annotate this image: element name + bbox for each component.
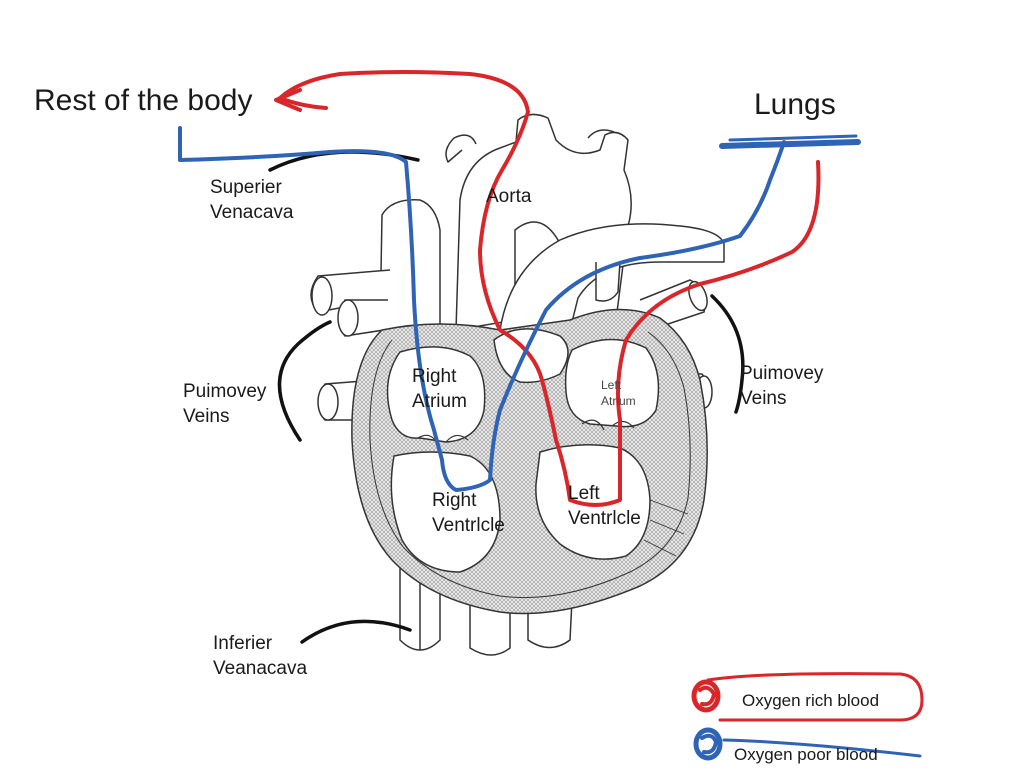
label-line: Left <box>568 483 600 504</box>
oxygen-rich-path <box>274 70 821 507</box>
label-line: Ventrlcle <box>568 507 641 529</box>
right-ventricle-chamber <box>390 451 501 573</box>
legend-graphics <box>691 672 924 761</box>
legend-oxygen-poor-label: Oxygen poor blood <box>734 745 878 764</box>
label-line: Atrium <box>601 393 636 408</box>
legend-oxygen-rich-label: Oxygen rich blood <box>742 691 880 710</box>
leader-pulmonary-veins-left <box>277 320 332 442</box>
label-line: Puimovey <box>183 381 267 402</box>
label-rest-of-body: Rest of the body <box>34 84 253 117</box>
label-right-atrium: Right Atrium <box>412 365 467 414</box>
label-pulmonary-veins-right: Puimovey Veins <box>740 362 823 411</box>
label-inferior-vena-cava: Inferier Veanacava <box>213 632 307 681</box>
right-atrium-chamber <box>386 346 486 443</box>
label-lungs: Lungs <box>754 88 836 121</box>
label-line: Right <box>432 490 477 511</box>
label-line: Left <box>601 378 622 392</box>
label-aorta: Aorta <box>486 186 532 207</box>
label-line: Veanacava <box>213 657 308 679</box>
label-line: Superier <box>210 177 282 198</box>
label-right-ventricle: Right Ventrlcle <box>432 489 505 538</box>
label-line: Puimovey <box>740 363 824 384</box>
legend-poor-swatch <box>693 727 723 761</box>
superior-vena-cava-vessel <box>379 199 441 331</box>
label-left-atrium: Left Atrium <box>601 378 636 409</box>
pulmonary-trunk-vessel <box>499 223 725 331</box>
label-line: Inferier <box>213 633 273 654</box>
label-line: Right <box>412 366 457 387</box>
red-flow-lungs-to-left-heart <box>278 70 821 507</box>
legend-poor-outline <box>722 738 922 758</box>
label-line: Veins <box>740 387 787 409</box>
oxygen-poor-path <box>178 126 861 492</box>
label-line: Venacava <box>210 201 294 223</box>
leader-inferior-vena-cava <box>300 619 412 644</box>
legend-rich-outline <box>706 672 924 722</box>
label-line: Ventrlcle <box>432 514 505 536</box>
legend-rich-swatch <box>691 679 721 713</box>
label-line: Veins <box>183 405 230 427</box>
red-arrow-head <box>274 88 302 112</box>
label-line: Atrium <box>412 390 467 412</box>
label-left-ventricle: Left Ventrlcle <box>568 482 641 531</box>
leader-pulmonary-veins-right <box>710 294 745 414</box>
blue-flow-to-lungs-bar <box>719 139 861 149</box>
label-superior-vena-cava: Superier Venacava <box>210 176 293 225</box>
left-atrium-chamber <box>564 338 660 428</box>
label-pulmonary-veins-left: Puimovey Veins <box>183 380 266 429</box>
blue-flow-body-to-lungs <box>178 126 786 492</box>
